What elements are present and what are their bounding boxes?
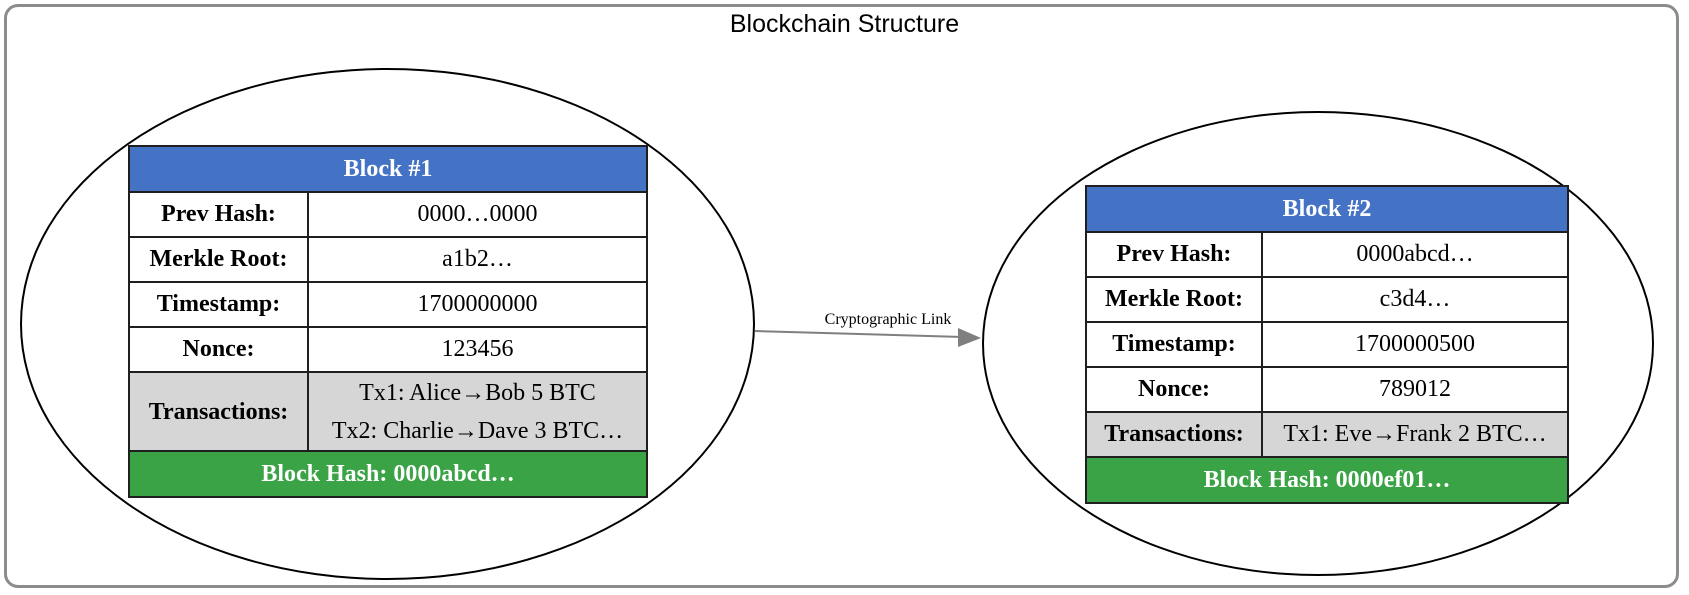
block-1-merkle-root-value: a1b2… — [307, 236, 648, 283]
block-2-transactions-value: Tx1: Eve→Frank 2 BTC… — [1261, 411, 1569, 458]
cryptographic-link-label: Cryptographic Link — [824, 311, 952, 328]
block-2-prev-hash-label: Prev Hash: — [1085, 231, 1263, 278]
block-1-ellipse — [20, 68, 755, 580]
block-2-transaction-1: Tx1: Eve→Frank 2 BTC… — [1283, 421, 1547, 447]
block-1-transaction-2: Tx2: Charlie→Dave 3 BTC… — [331, 417, 624, 444]
block-2-nonce-value: 789012 — [1261, 366, 1569, 413]
block-2-merkle-root-label: Merkle Root: — [1085, 276, 1263, 323]
block-1-nonce-value: 123456 — [307, 326, 648, 373]
block-1-transaction-1: Tx1: Alice→Bob 5 BTC — [359, 379, 596, 406]
block-2-table: Block #2 Prev Hash: 0000abcd… Merkle Roo… — [1085, 185, 1569, 504]
block-2-prev-hash-value: 0000abcd… — [1261, 231, 1569, 278]
block-1-prev-hash-value: 0000…0000 — [307, 191, 648, 238]
block-1-merkle-root-label: Merkle Root: — [128, 236, 309, 283]
block-1-table: Block #1 Prev Hash: 0000…0000 Merkle Roo… — [128, 145, 648, 498]
block-1-nonce-label: Nonce: — [128, 326, 309, 373]
block-2-hash-footer: Block Hash: 0000ef01… — [1085, 456, 1569, 504]
block-2-timestamp-label: Timestamp: — [1085, 321, 1263, 368]
block-1-timestamp-label: Timestamp: — [128, 281, 309, 328]
block-1-hash-footer: Block Hash: 0000abcd… — [128, 450, 648, 498]
block-2-transactions-label: Transactions: — [1085, 411, 1263, 458]
block-2-merkle-root-value: c3d4… — [1261, 276, 1569, 323]
block-1-transactions-label: Transactions: — [128, 371, 309, 452]
link-arrow-line — [754, 330, 964, 338]
block-1-timestamp-value: 1700000000 — [307, 281, 648, 328]
block-2-ellipse — [982, 111, 1654, 576]
block-1-header: Block #1 — [128, 145, 648, 193]
block-1-prev-hash-label: Prev Hash: — [128, 191, 309, 238]
block-1-transactions-value: Tx1: Alice→Bob 5 BTC Tx2: Charlie→Dave 3… — [307, 371, 648, 452]
block-2-header: Block #2 — [1085, 185, 1569, 233]
block-2-nonce-label: Nonce: — [1085, 366, 1263, 413]
block-2-timestamp-value: 1700000500 — [1261, 321, 1569, 368]
diagram-title: Blockchain Structure — [729, 10, 960, 38]
link-arrow-head — [958, 328, 981, 347]
